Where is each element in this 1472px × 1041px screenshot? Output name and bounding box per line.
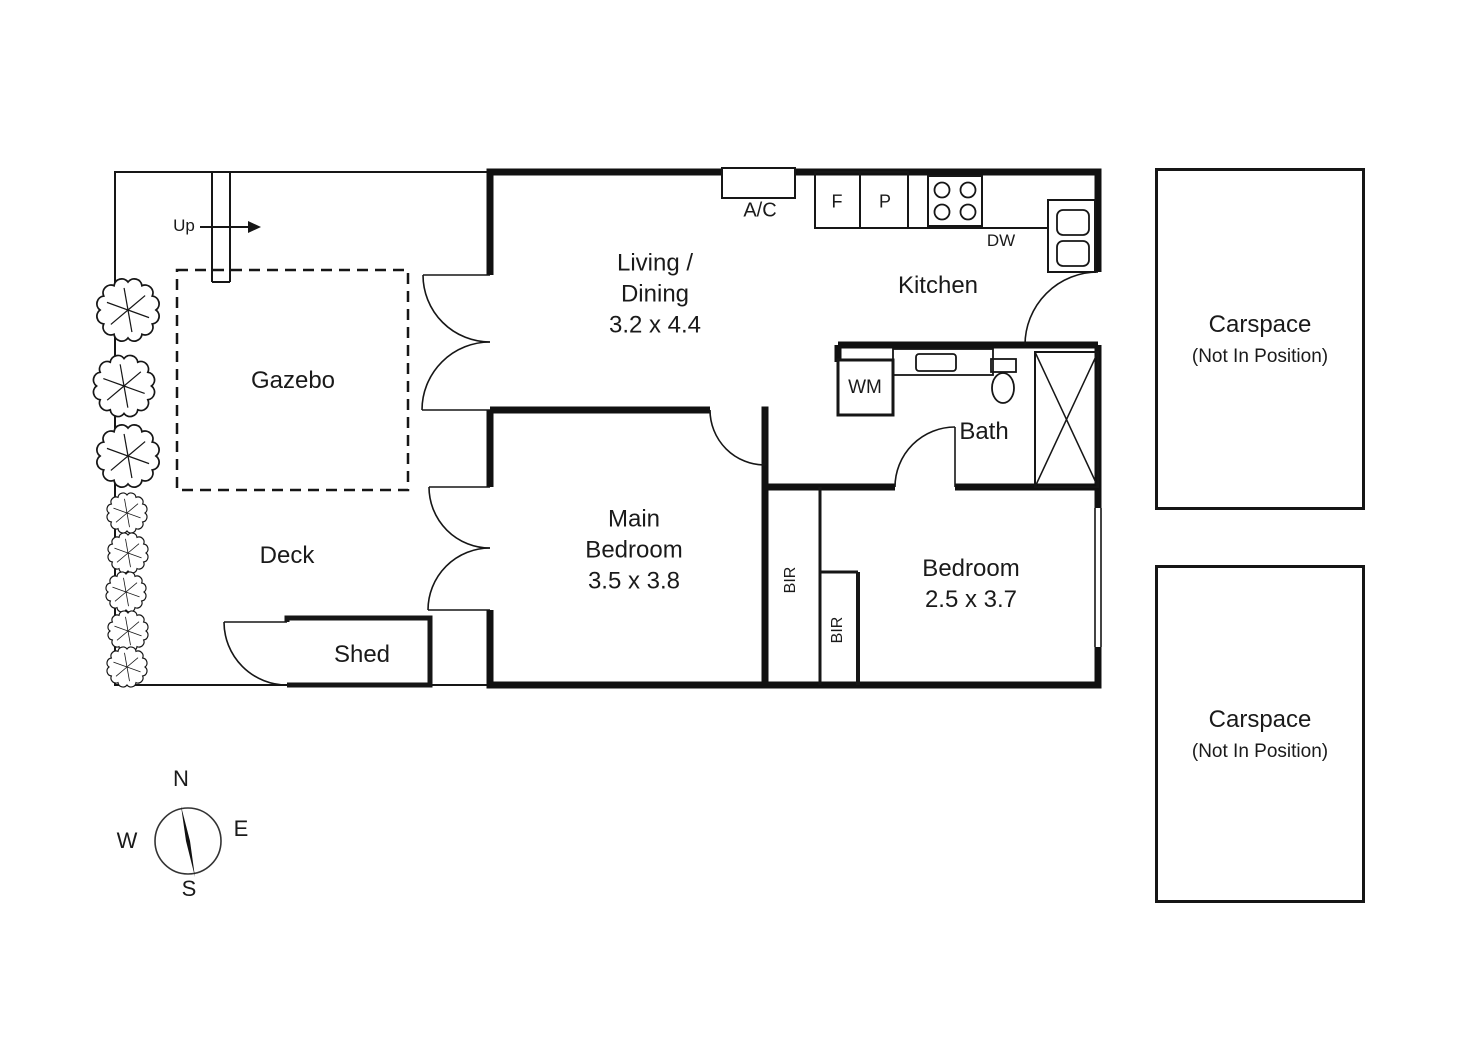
compass-needle — [181, 806, 195, 877]
washing-machine-box — [836, 358, 895, 417]
tree-icon — [106, 492, 148, 534]
carspace-top: Carspace (Not In Position) — [1155, 168, 1365, 510]
shed-label: Shed — [333, 641, 391, 668]
main-bedroom-label: Main Bedroom 3.5 x 3.8 — [585, 504, 682, 597]
living-dims: 3.2 x 4.4 — [608, 311, 702, 339]
stairs — [200, 172, 261, 283]
tree-icon — [92, 354, 156, 418]
stairs-up-label: Up — [173, 216, 195, 235]
stove-icon — [927, 175, 983, 227]
vanity-icon — [892, 348, 994, 376]
compass-north-label: N — [173, 766, 189, 791]
garden-trees — [92, 278, 160, 688]
pantry-box — [859, 171, 909, 229]
building-walls — [486, 168, 1102, 689]
carspace-bottom: Carspace (Not In Position) — [1155, 565, 1365, 903]
kitchen-fixtures — [721, 167, 1096, 273]
bir-partitions — [818, 487, 860, 685]
tree-icon — [106, 646, 148, 688]
kitchen-label: Kitchen — [897, 272, 979, 299]
toilet-icon — [990, 358, 1017, 404]
deck-boundary — [114, 171, 490, 686]
up-arrow-icon — [200, 221, 261, 233]
bir-main-label: BIR — [782, 566, 799, 594]
ac-unit-icon — [721, 167, 796, 199]
shower-icon — [1034, 351, 1099, 488]
main-bedroom-dims: 3.5 x 3.8 — [587, 567, 681, 595]
bedroom-dims: 2.5 x 3.7 — [924, 586, 1018, 613]
dishwasher-label: DW — [986, 231, 1016, 250]
living-dining-label: Living / Dining 3.2 x 4.4 — [609, 248, 701, 341]
bath-fixtures — [836, 348, 1099, 488]
shed-outline — [223, 615, 433, 688]
living-line2: Dining — [620, 280, 690, 308]
compass-icon — [154, 806, 222, 877]
bath-label: Bath — [959, 418, 1009, 445]
pantry-label: P — [878, 191, 892, 212]
tree-icon — [96, 424, 160, 488]
living-line1: Living / — [616, 249, 694, 277]
main-bedroom-line1: Main — [607, 505, 661, 533]
ac-label: A/C — [743, 199, 777, 222]
main-bedroom-line2: Bedroom — [585, 536, 683, 564]
bedroom-window — [1092, 508, 1104, 647]
compass-south-label: S — [181, 876, 197, 901]
bir-second-label: BIR — [829, 616, 846, 644]
gazebo-outline — [175, 268, 410, 492]
gazebo-label: Gazebo — [250, 367, 336, 394]
carspace-top-subtitle: (Not In Position) — [1191, 345, 1329, 367]
compass-east-label: E — [233, 816, 249, 841]
carspace-bottom-title: Carspace — [1208, 705, 1312, 733]
tree-icon — [105, 571, 147, 613]
tree-icon — [107, 610, 149, 652]
compass-west-label: W — [116, 828, 138, 853]
carspace-top-title: Carspace — [1208, 310, 1312, 338]
door-swings — [421, 271, 1099, 611]
bedroom-line1: Bedroom — [922, 555, 1020, 582]
deck-label: Deck — [259, 542, 315, 569]
sink-icon — [1047, 199, 1096, 273]
tree-icon — [107, 532, 149, 574]
tree-icon — [96, 278, 160, 342]
fridge-label: F — [831, 191, 843, 212]
bedroom-label: Bedroom 2.5 x 3.7 — [922, 553, 1019, 615]
washing-machine-label: WM — [848, 377, 882, 398]
carspace-bottom-subtitle: (Not In Position) — [1191, 740, 1329, 762]
